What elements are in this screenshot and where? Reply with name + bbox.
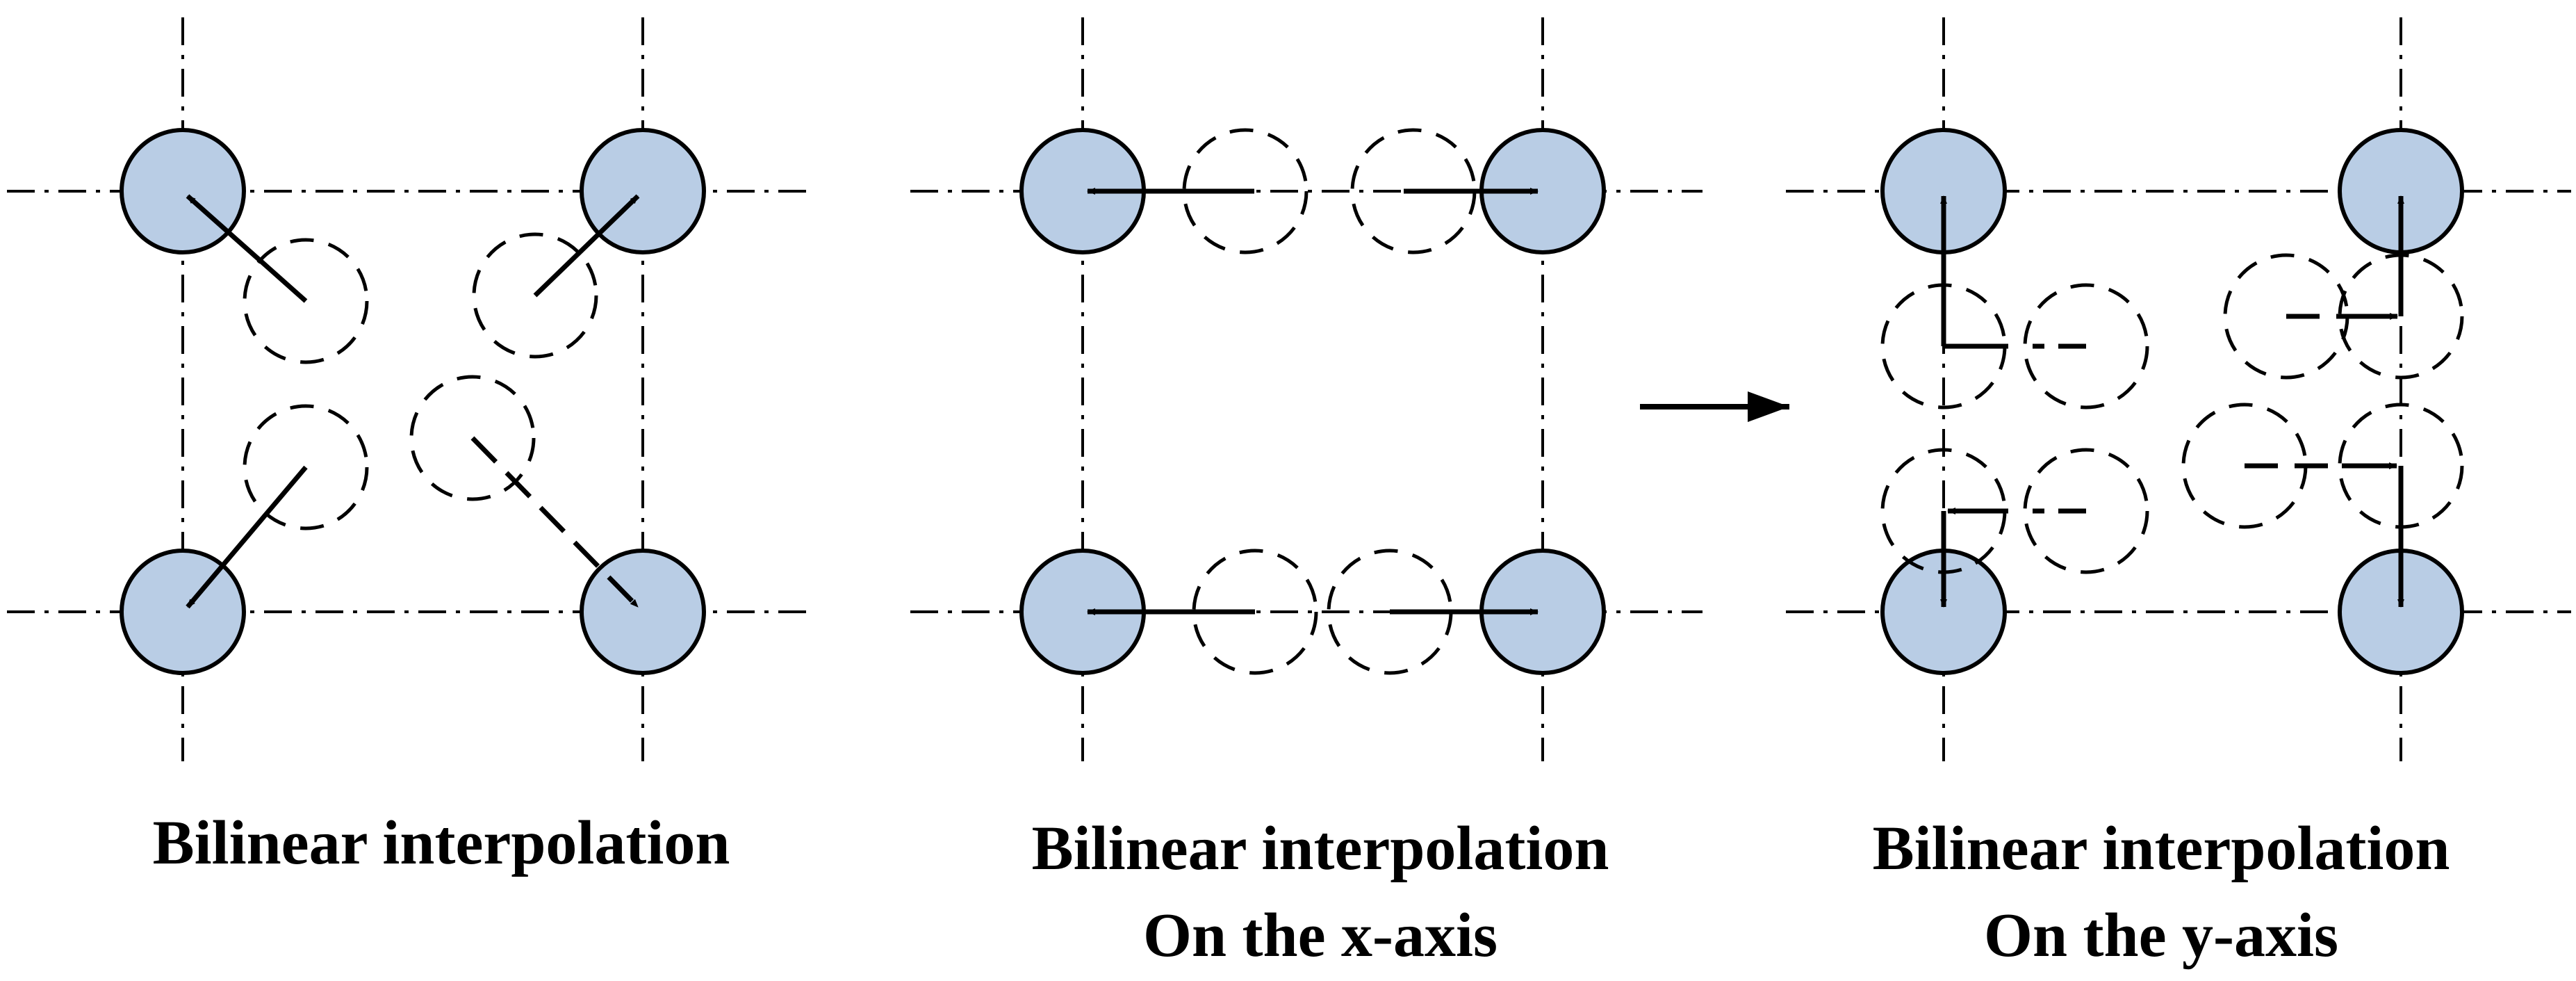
caption-line: On the x-axis [1142,901,1498,970]
arrow [186,465,308,609]
panel-1-sample-points [243,232,598,530]
panel-1-source-pixels [120,128,706,675]
panel-2-x-axis [910,17,1703,761]
sample-point [243,404,369,530]
caption-line: On the y-axis [1983,901,2339,970]
sample-point [1182,128,1308,254]
caption-line: Bilinear interpolation [1872,814,2450,883]
panel-1-bilinear [7,17,806,761]
sample-point [409,375,536,501]
sample-point [1192,549,1318,675]
panel-2-caption: Bilinear interpolation On the x-axis [938,805,1703,979]
panel-3-sample-points [1880,253,2464,574]
arrow [533,194,640,298]
panel-3-arrows [1940,195,2404,608]
pixel-node [580,549,706,675]
pixel-node [120,128,246,254]
panel-3-caption: Bilinear interpolation On the y-axis [1779,805,2543,979]
panel-2-source-pixels [1019,128,1606,675]
sample-point [472,232,598,359]
panel-1-arrows [186,194,640,609]
caption-line: Bilinear interpolation [1031,814,1609,883]
panel-1-caption: Bilinear interpolation [76,800,806,886]
arrow [186,194,308,303]
sample-point [2023,283,2149,410]
pixel-node [120,549,246,675]
caption-line: Bilinear interpolation [152,809,730,877]
panel-2-sample-points [1182,128,1477,675]
panel-3-source-pixels [1880,128,2464,675]
panel-2-arrows [1087,188,1539,615]
panel-3-y-axis [1786,17,2571,761]
sample-point [2023,448,2149,574]
arrow [470,436,640,609]
sample-point [243,238,369,364]
